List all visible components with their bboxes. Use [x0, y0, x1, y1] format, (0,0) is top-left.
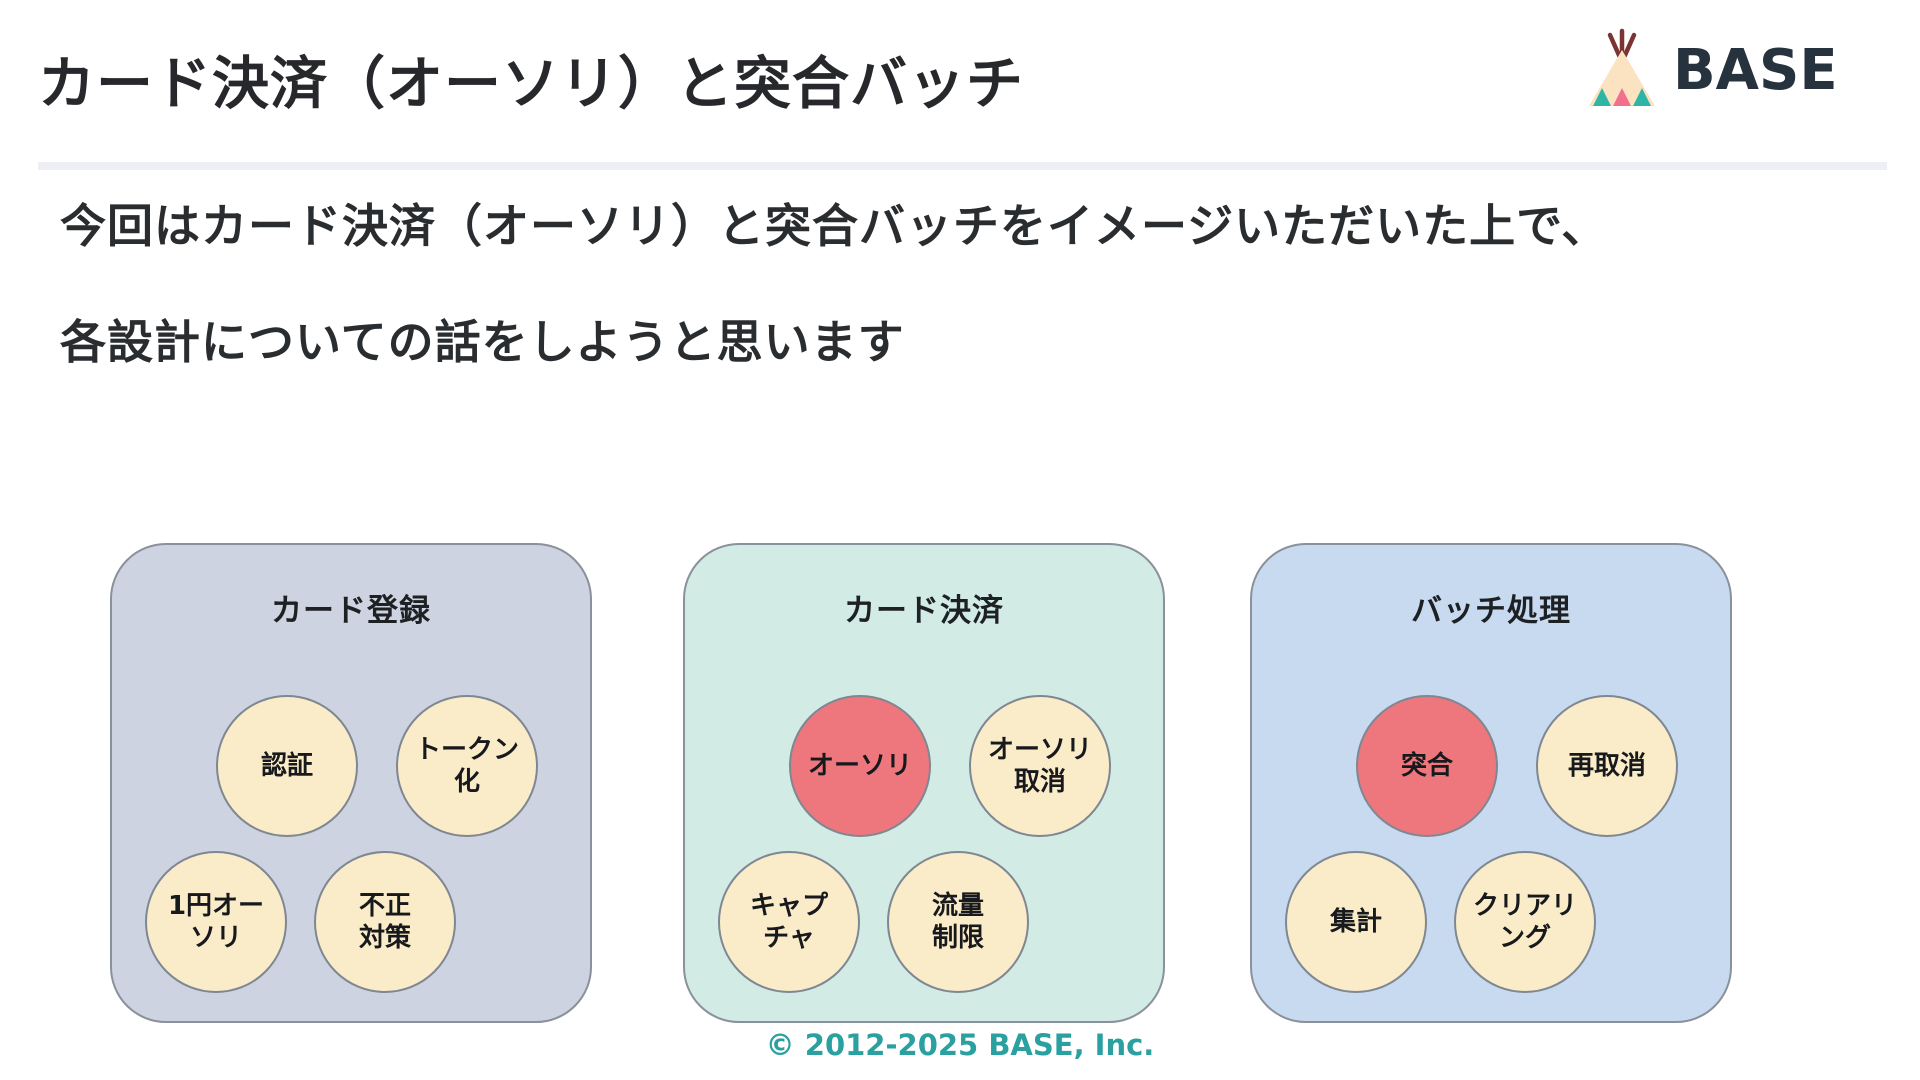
circle-aggregation: 集計 — [1285, 851, 1427, 993]
circle-authorization: オーソリ — [789, 695, 931, 837]
base-logo: BASE — [1585, 28, 1838, 112]
intro-line-1: 今回はカード決済（オーソリ）と突合バッチをイメージいただいた上で、 — [60, 199, 1609, 253]
group-title: カード決済 — [844, 593, 1004, 629]
intro-line-2: 各設計についての話をしようと思います — [60, 315, 905, 369]
group-card-registration: カード登録 認証 トークン 化 1円オー ソリ 不正 対策 — [110, 543, 592, 1023]
group-title: バッチ処理 — [1411, 593, 1571, 629]
group-title: カード登録 — [271, 593, 431, 629]
circle-auth-cancel: オーソリ 取消 — [969, 695, 1111, 837]
circle-reconciliation: 突合 — [1356, 695, 1498, 837]
circle-re-cancel: 再取消 — [1536, 695, 1678, 837]
base-logo-text: BASE — [1673, 37, 1838, 103]
circle-rate-limit: 流量 制限 — [887, 851, 1029, 993]
page-title: カード決済（オーソリ）と突合バッチ — [38, 51, 1024, 117]
group-batch-processing: バッチ処理 突合 再取消 集計 クリアリ ング — [1250, 543, 1732, 1023]
circle-auth: 認証 — [216, 695, 358, 837]
header-divider — [38, 162, 1887, 170]
group-card-payment: カード決済 オーソリ オーソリ 取消 キャプ チャ 流量 制限 — [683, 543, 1165, 1023]
teepee-icon — [1589, 28, 1655, 106]
circle-clearing: クリアリ ング — [1454, 851, 1596, 993]
circle-fraud-prevention: 不正 対策 — [314, 851, 456, 993]
circle-capture: キャプ チャ — [718, 851, 860, 993]
circle-one-yen-auth: 1円オー ソリ — [145, 851, 287, 993]
footer-copyright: © 2012-2025 BASE, Inc. — [765, 1028, 1155, 1062]
circle-tokenization: トークン 化 — [396, 695, 538, 837]
